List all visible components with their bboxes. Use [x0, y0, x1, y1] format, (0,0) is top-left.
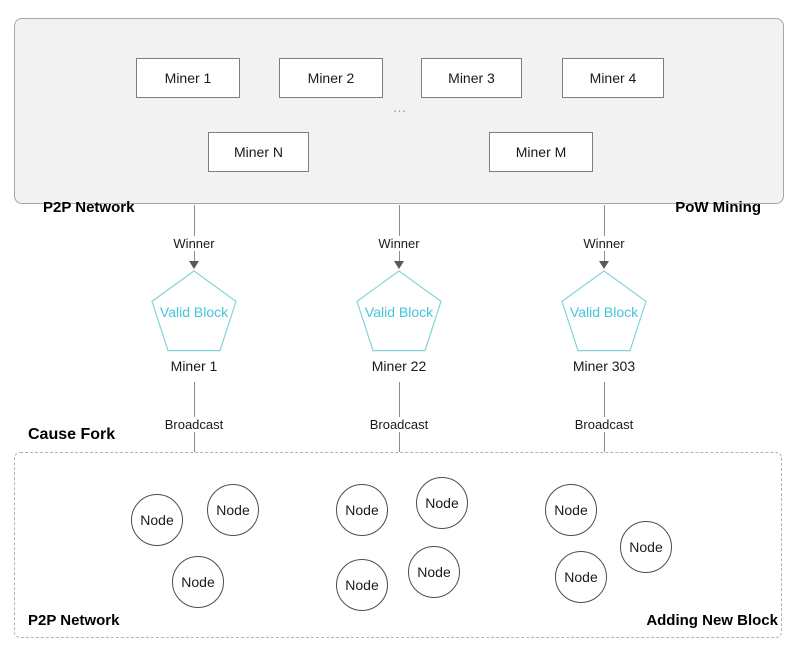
cause-fork-label: Cause Fork [28, 426, 116, 443]
miner-box-3: Miner 3 [421, 58, 522, 98]
node-circle: Node [131, 494, 183, 546]
p2p-box-label-right: Adding New Block [646, 612, 778, 629]
miner-box-4: Miner 4 [562, 58, 664, 98]
broadcast-label-3: Broadcast [571, 417, 637, 432]
miner-box-1: Miner 1 [136, 58, 240, 98]
arrow-down-icon [599, 261, 609, 269]
winner-line-1 [194, 205, 195, 261]
node-circle: Node [408, 546, 460, 598]
pow-box-label-left: P2P Network [43, 199, 135, 216]
node-circle: Node [172, 556, 224, 608]
pow-box-label-right: PoW Mining [675, 199, 761, 216]
miners-ellipsis: ... [393, 100, 407, 115]
node-circle: Node [555, 551, 607, 603]
valid-block-pentagon-1 [150, 270, 238, 354]
miner-box-m: Miner M [489, 132, 593, 172]
winner-label-2: Winner [375, 236, 423, 251]
winner-line-3 [604, 205, 605, 261]
pentagon-miner-label-1: Miner 1 [170, 358, 218, 374]
node-circle: Node [620, 521, 672, 573]
miner-box-2: Miner 2 [279, 58, 383, 98]
valid-block-label-3: Valid Block [569, 304, 639, 320]
pentagon-miner-label-3: Miner 303 [572, 358, 636, 374]
pentagon-miner-label-2: Miner 22 [371, 358, 427, 374]
node-circle: Node [416, 477, 468, 529]
broadcast-label-1: Broadcast [161, 417, 227, 432]
valid-block-label-2: Valid Block [364, 304, 434, 320]
valid-block-pentagon-2 [355, 270, 443, 354]
pow-network-container: P2P Network PoW Mining [14, 18, 784, 216]
node-circle: Node [545, 484, 597, 536]
p2p-box-label-left: P2P Network [28, 612, 120, 629]
miner-box-n: Miner N [208, 132, 309, 172]
winner-label-1: Winner [170, 236, 218, 251]
node-circle: Node [336, 484, 388, 536]
node-circle: Node [207, 484, 259, 536]
winner-label-3: Winner [580, 236, 628, 251]
arrow-down-icon [394, 261, 404, 269]
broadcast-label-2: Broadcast [366, 417, 432, 432]
valid-block-label-1: Valid Block [159, 304, 229, 320]
valid-block-pentagon-3 [560, 270, 648, 354]
node-circle: Node [336, 559, 388, 611]
arrow-down-icon [189, 261, 199, 269]
winner-line-2 [399, 205, 400, 261]
